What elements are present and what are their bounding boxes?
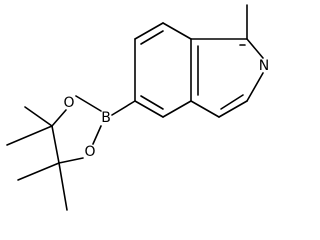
bond [51, 109, 67, 127]
boron-atom-label: B [101, 110, 111, 126]
bond [246, 72, 264, 102]
oxygen-atom-label: O [63, 95, 74, 111]
bond [140, 95, 164, 110]
bond [162, 100, 192, 118]
bond [162, 22, 192, 40]
bonds [6, 4, 264, 211]
atom-labels: N B O O [63, 58, 269, 160]
bond [58, 157, 84, 164]
oxygen-atom-label: O [84, 144, 95, 160]
bond [134, 22, 164, 40]
bond [17, 162, 60, 181]
bond [92, 125, 102, 145]
bond [58, 162, 68, 211]
bond [140, 30, 164, 45]
bond [51, 125, 60, 164]
molecule-structure: N B O O [6, 4, 269, 211]
bond [218, 100, 248, 118]
bond [220, 94, 244, 110]
bond [134, 100, 164, 118]
bond [190, 100, 220, 118]
bond [6, 125, 53, 146]
nitrogen-atom-label: N [259, 58, 269, 74]
bond [246, 38, 264, 59]
bond [111, 100, 136, 116]
bond [75, 95, 102, 112]
bond [24, 106, 53, 127]
